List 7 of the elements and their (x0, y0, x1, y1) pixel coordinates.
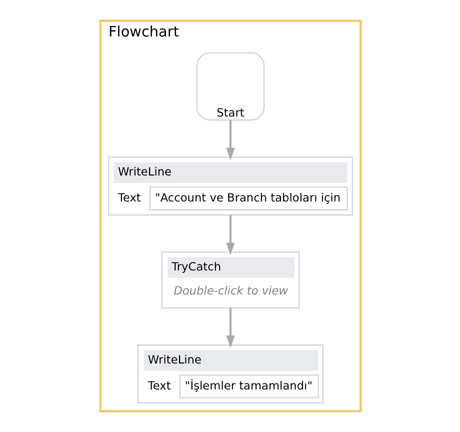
node-box: Start (196, 52, 264, 120)
node-box: WriteLine Text "Account ve Branch tabloları için (108, 156, 352, 216)
arrow (226, 120, 234, 160)
arrow (226, 308, 234, 348)
arrow (226, 215, 234, 256)
node-box: WriteLine Text "İşlemler tamamlandı" (137, 344, 323, 404)
node-box: TryCatch Double-click to view (160, 252, 300, 308)
